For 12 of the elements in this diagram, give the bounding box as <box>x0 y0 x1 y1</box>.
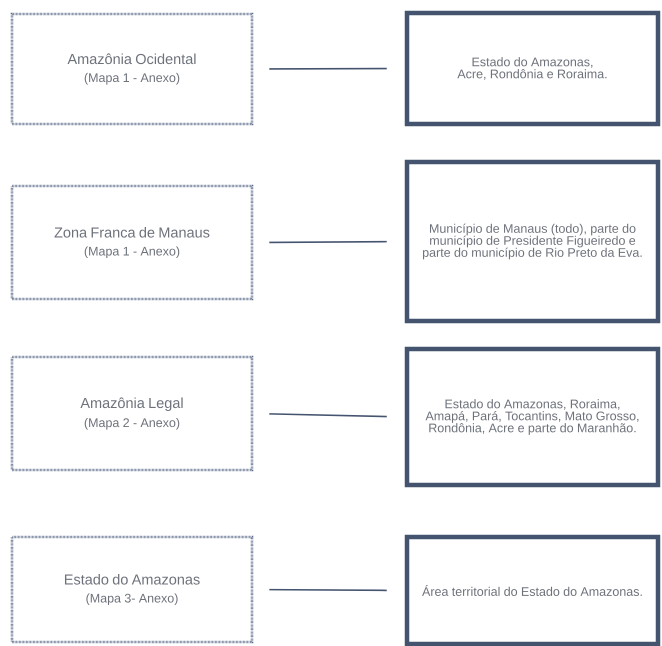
description-box: Município de Manaus (todo), parte do município de Presidente Figueiredo e parte do município de Rio Preto da Eva. <box>404 160 660 324</box>
connector-line <box>269 588 387 592</box>
region-box: Amazônia Ocidental (Mapa 1 - Anexo) <box>10 12 254 126</box>
description-box: Área territorial do Estado do Amazonas. <box>404 534 660 646</box>
region-box: Amazônia Legal (Mapa 2 - Anexo) <box>10 356 254 472</box>
region-box: Zona Franca de Manaus (Mapa 1 - Anexo) <box>10 184 254 300</box>
connector-line <box>269 240 387 244</box>
description-box: Estado do Amazonas, Roraima, Amapá, Pará, Tocantins, Mato Grosso, Rondônia, Acre e parte do Maranhão. <box>404 346 660 488</box>
connector-line <box>269 413 387 418</box>
region-box: Estado do Amazonas (Mapa 3- Anexo) <box>10 536 254 644</box>
description-box: Estado do Amazonas, Acre, Rondônia e Roraima. <box>404 10 660 126</box>
connector-line <box>269 68 387 70</box>
